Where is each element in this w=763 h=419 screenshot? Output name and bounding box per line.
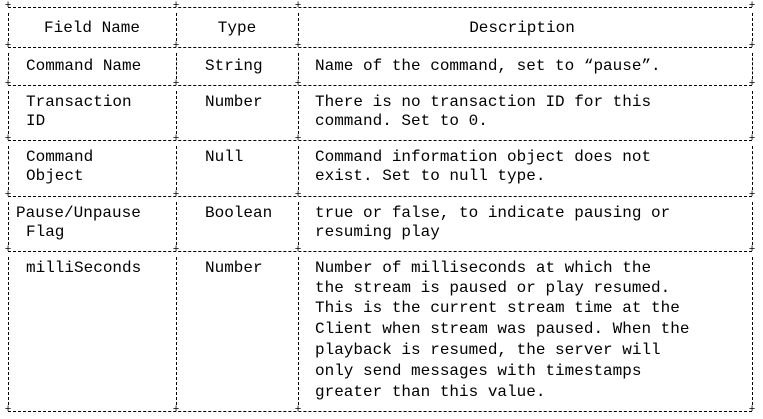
table-column-divider — [176, 202, 177, 245]
table-row-divider — [8, 411, 752, 412]
table-corner-plus: + — [748, 189, 756, 201]
table-column-divider — [752, 13, 753, 41]
row-milliseconds-description-line-2: the stream is paused or play resumed. — [315, 279, 671, 297]
header-description: Description — [469, 19, 575, 37]
table-row-divider — [8, 85, 752, 86]
row-transaction-id-field-line-2: ID — [26, 112, 46, 130]
row-command-name-description: Name of the command, set to “pause”. — [315, 57, 661, 75]
row-milliseconds-type: Number — [205, 259, 263, 277]
table-column-divider — [176, 257, 177, 405]
row-pause-flag-field-line-2: Flag — [26, 223, 65, 241]
table-corner-plus: + — [748, 133, 756, 145]
row-milliseconds-description-line-5: playback is resumed, the server will — [315, 341, 661, 359]
table-column-divider — [752, 91, 753, 134]
table-column-divider — [298, 13, 299, 41]
header-type: Type — [217, 19, 257, 37]
table-column-divider — [298, 202, 299, 245]
table-column-divider — [8, 53, 9, 79]
table-corner-plus: + — [294, 404, 302, 416]
row-milliseconds-field: milliSeconds — [26, 259, 142, 277]
table-corner-plus: + — [172, 244, 180, 256]
row-milliseconds-description-line-1: Number of milliseconds at which the — [315, 259, 652, 277]
table-column-divider — [176, 91, 177, 134]
table-corner-plus: + — [294, 189, 302, 201]
table-column-divider — [298, 53, 299, 79]
row-command-object-description-line-1: Command information object does not — [315, 148, 652, 166]
table-corner-plus: + — [4, 0, 12, 12]
row-milliseconds-description-line-3: This is the current stream time at the — [315, 299, 680, 317]
table-row-divider — [8, 47, 752, 48]
row-transaction-id-description-line-1: There is no transaction ID for this — [315, 93, 652, 111]
table-corner-plus: + — [748, 404, 756, 416]
table-corner-plus: + — [748, 40, 756, 52]
table-column-divider — [176, 146, 177, 190]
row-pause-flag-description-line-1: true or false, to indicate pausing or — [315, 204, 671, 222]
table-column-divider — [752, 146, 753, 190]
row-transaction-id-type: Number — [205, 93, 263, 111]
row-transaction-id-description-line-2: command. Set to 0. — [315, 112, 488, 130]
table-column-divider — [752, 257, 753, 405]
row-command-object-type: Null — [205, 148, 244, 166]
table-corner-plus: + — [172, 404, 180, 416]
table-corner-plus: + — [4, 78, 12, 90]
table-column-divider — [8, 146, 9, 190]
row-milliseconds-description-line-6: only send messages with timestamps — [315, 362, 642, 380]
table-column-divider — [298, 146, 299, 190]
table-column-divider — [8, 13, 9, 41]
row-pause-flag-description-line-2: resuming play — [315, 223, 440, 241]
table-corner-plus: + — [294, 133, 302, 145]
table-corner-plus: + — [172, 40, 180, 52]
table-corner-plus: + — [4, 189, 12, 201]
table-corner-plus: + — [294, 0, 302, 12]
row-milliseconds-description-line-7: greater than this value. — [315, 383, 546, 401]
table-corner-plus: + — [748, 244, 756, 256]
table-column-divider — [8, 91, 9, 134]
table-row-divider — [8, 7, 752, 8]
table-column-divider — [176, 53, 177, 79]
row-pause-flag-type: Boolean — [205, 204, 273, 222]
table-corner-plus: + — [172, 133, 180, 145]
table-corner-plus: + — [294, 244, 302, 256]
table-row-divider — [8, 140, 752, 141]
table-corner-plus: + — [172, 189, 180, 201]
table-column-divider — [752, 202, 753, 245]
table-corner-plus: + — [4, 40, 12, 52]
header-field-name: Field Name — [43, 19, 140, 37]
table-column-divider — [8, 257, 9, 405]
row-command-object-field-line-1: Command — [26, 148, 94, 166]
row-transaction-id-field-line-1: Transaction — [26, 93, 132, 111]
row-pause-flag-field-line-1: Pause/Unpause — [16, 204, 141, 222]
row-command-name-field: Command Name — [26, 57, 142, 75]
table-column-divider — [8, 202, 9, 245]
table-corner-plus: + — [748, 0, 756, 12]
table-corner-plus: + — [4, 404, 12, 416]
table-corner-plus: + — [294, 78, 302, 90]
table-corner-plus: + — [4, 244, 12, 256]
table-column-divider — [176, 13, 177, 41]
table-corner-plus: + — [748, 78, 756, 90]
table-corner-plus: + — [4, 133, 12, 145]
table-row-divider — [8, 251, 752, 252]
row-command-object-field-line-2: Object — [26, 167, 84, 185]
table-column-divider — [298, 91, 299, 134]
table-corner-plus: + — [172, 78, 180, 90]
table-corner-plus: + — [172, 0, 180, 12]
table-column-divider — [752, 53, 753, 79]
table-row-divider — [8, 196, 752, 197]
table-column-divider — [298, 257, 299, 405]
row-command-object-description-line-2: exist. Set to null type. — [315, 167, 546, 185]
row-milliseconds-description-line-4: Client when stream was paused. When the — [315, 320, 690, 338]
table-corner-plus: + — [294, 40, 302, 52]
row-command-name-type: String — [205, 57, 263, 75]
